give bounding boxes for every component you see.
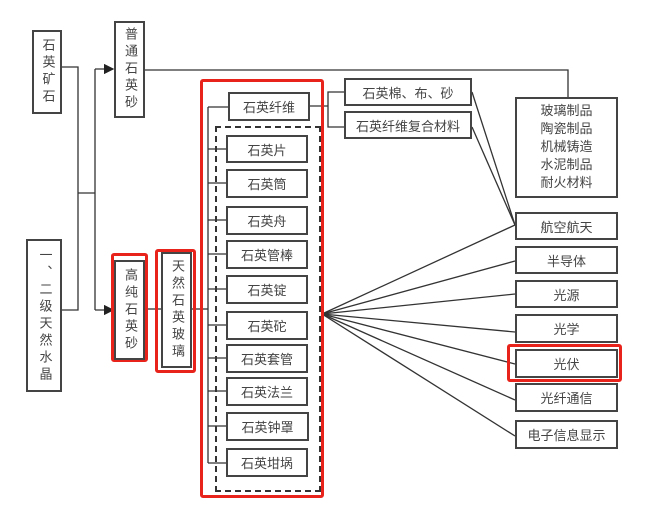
product-box: 石英套管 bbox=[226, 344, 308, 373]
application-box: 电子信息显示 bbox=[515, 420, 618, 449]
product-box: 石英法兰 bbox=[226, 377, 308, 406]
product-box: 石英筒 bbox=[226, 169, 308, 198]
quartz-fiber-box: 石英纤维 bbox=[228, 92, 310, 121]
highlight-frame bbox=[200, 79, 324, 498]
highlight-frame bbox=[507, 344, 622, 382]
product-box: 石英坩埚 bbox=[226, 448, 308, 477]
quartz-ore-box: 石英矿石 bbox=[32, 30, 62, 114]
product-box: 石英砣 bbox=[226, 311, 308, 340]
high-purity-quartz-sand-box: 高纯石英砂 bbox=[114, 260, 145, 360]
product-box: 石英锭 bbox=[226, 275, 308, 304]
ordinary-applications-box: 玻璃制品 陶瓷制品 机械铸造 水泥制品 耐火材料 bbox=[515, 97, 618, 198]
fiber-composite-box: 石英纤维复合材料 bbox=[344, 111, 472, 139]
natural-quartz-glass-box: 天然石英玻璃 bbox=[161, 252, 192, 368]
ordinary-quartz-sand-box: 普通石英砂 bbox=[114, 21, 145, 118]
natural-crystal-box: 一、二级天然水晶 bbox=[26, 239, 62, 392]
application-item: 水泥制品 bbox=[540, 157, 593, 173]
application-box: 半导体 bbox=[515, 246, 618, 274]
application-item: 玻璃制品 bbox=[540, 103, 593, 119]
application-item: 陶瓷制品 bbox=[540, 121, 593, 137]
quartz-products-group bbox=[215, 126, 321, 492]
product-box: 石英钟罩 bbox=[226, 412, 309, 441]
product-box: 石英片 bbox=[226, 135, 308, 163]
product-box: 石英管棒 bbox=[226, 240, 308, 269]
application-box: 光学 bbox=[515, 314, 618, 343]
application-box: 航空航天 bbox=[515, 212, 618, 240]
product-box: 石英舟 bbox=[226, 206, 308, 235]
application-item: 耐火材料 bbox=[540, 175, 593, 191]
application-box: 光纤通信 bbox=[515, 383, 618, 412]
highlight-frame bbox=[155, 249, 196, 373]
application-box-photovoltaic: 光伏 bbox=[515, 349, 618, 378]
application-box: 光源 bbox=[515, 280, 618, 308]
application-item: 机械铸造 bbox=[540, 139, 593, 155]
highlight-frame bbox=[111, 253, 148, 362]
fiber-wool-cloth-sand-box: 石英棉、布、砂 bbox=[344, 78, 472, 106]
